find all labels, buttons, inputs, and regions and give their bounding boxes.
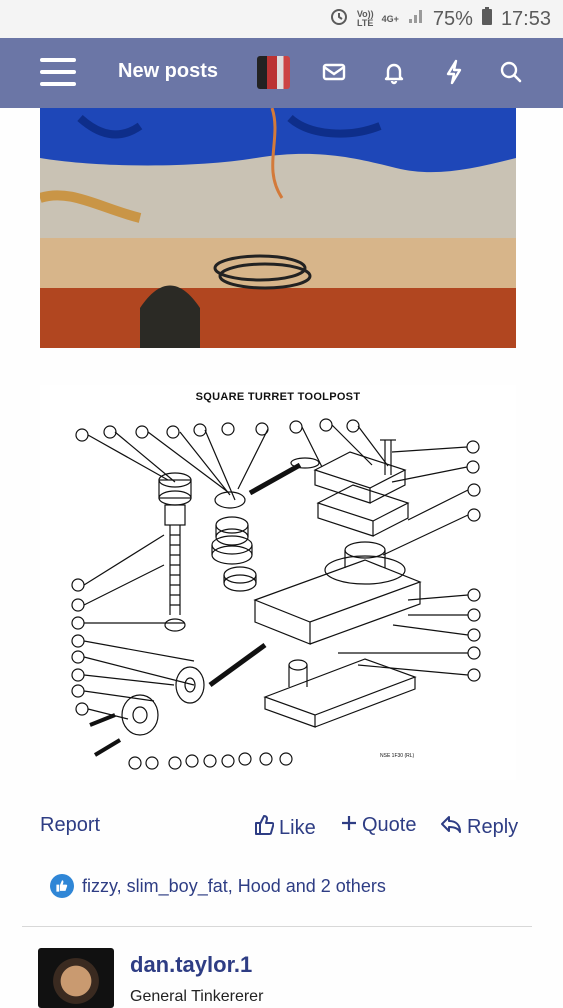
lightning-icon[interactable] bbox=[440, 58, 470, 88]
reactions-summary[interactable]: fizzy, slim_boy_fat, Hood and 2 others bbox=[50, 874, 386, 898]
avatar[interactable] bbox=[38, 948, 114, 1008]
reply-button[interactable]: Reply bbox=[440, 814, 518, 840]
reactions-text[interactable]: fizzy, slim_boy_fat, Hood and 2 others bbox=[82, 875, 386, 896]
battery-percent: 75% bbox=[432, 7, 473, 30]
report-label: Report bbox=[40, 814, 101, 836]
plus-icon bbox=[341, 814, 357, 837]
toolpost-diagram[interactable]: SQUARE TURRET TOOLPOST bbox=[40, 385, 516, 780]
like-label: Like bbox=[279, 816, 316, 839]
svg-text:NSE 1F30 (RL): NSE 1F30 (RL) bbox=[380, 753, 415, 759]
diagram-title: SQUARE TURRET TOOLPOST bbox=[195, 391, 361, 403]
status-bar: Vo))LTE 4G+ 75% 17:53 bbox=[0, 0, 563, 38]
volte-indicator: Vo))LTE bbox=[356, 9, 374, 28]
post-username[interactable]: dan.taylor.1 bbox=[130, 952, 253, 977]
reply-label: Reply bbox=[467, 815, 519, 838]
avatar-thumbnail[interactable] bbox=[257, 56, 290, 89]
report-button[interactable]: Report bbox=[40, 814, 100, 837]
quote-button[interactable]: Quote bbox=[341, 814, 416, 837]
quote-label: Quote bbox=[362, 814, 417, 836]
battery-icon bbox=[481, 6, 493, 32]
like-reaction-icon bbox=[50, 874, 74, 898]
thumbs-up-icon bbox=[254, 814, 275, 842]
like-button[interactable]: Like bbox=[254, 814, 316, 842]
search-icon[interactable] bbox=[497, 58, 527, 88]
post-actions: Report Like Quote Reply bbox=[0, 812, 563, 842]
post-photo[interactable] bbox=[40, 108, 516, 348]
signal-icon bbox=[407, 7, 425, 31]
diagram-drawing: NSE 1F30 (RL) bbox=[71, 418, 481, 770]
reply-arrow-icon bbox=[440, 814, 462, 840]
post-divider bbox=[22, 926, 532, 927]
network-indicator: 4G+ bbox=[381, 13, 399, 24]
bell-icon[interactable] bbox=[380, 58, 410, 88]
top-navbar: New posts bbox=[0, 38, 563, 108]
alarm-icon bbox=[329, 6, 349, 32]
clock-time: 17:53 bbox=[500, 7, 551, 30]
user-title: General Tinkererer bbox=[130, 988, 264, 1005]
menu-icon[interactable] bbox=[40, 58, 76, 88]
message-icon[interactable] bbox=[320, 58, 350, 88]
page-title[interactable]: New posts bbox=[118, 60, 219, 82]
